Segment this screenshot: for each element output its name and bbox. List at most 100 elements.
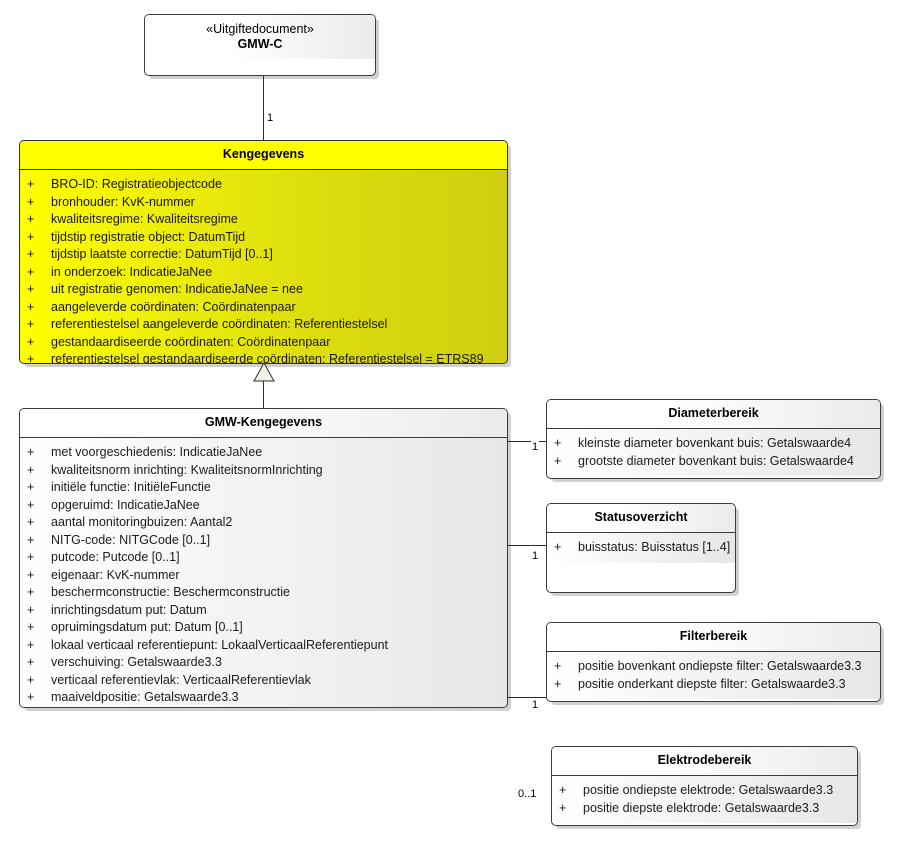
multiplicity-statusoverzicht: 1 xyxy=(531,550,540,563)
class-kengegevens-name: Kengegevens xyxy=(222,147,305,161)
class-gmw-c[interactable]: «Uitgiftedocument» GMW-C xyxy=(144,14,376,76)
class-filterbereik-attributes: + positie bovenkant ondiepste filter: Get… xyxy=(547,652,880,699)
attribute-visibility: + xyxy=(27,515,35,529)
attribute-text: grootste diameter bovenkant buis: Getals… xyxy=(578,453,854,468)
attribute-visibility: + xyxy=(27,299,35,314)
attribute-row: +eigenaar: KvK-nummer xyxy=(20,567,507,585)
attribute-visibility: + xyxy=(27,690,35,704)
attribute-text: eigenaar: KvK-nummer xyxy=(51,567,180,582)
class-diameterbereik-name: Diameterbereik xyxy=(668,406,759,420)
attribute-text: verticaal referentievlak: VerticaalRefer… xyxy=(51,672,311,687)
class-elektrodebereik[interactable]: Elektrodebereik + positie ondiepste elekt… xyxy=(551,746,858,826)
attribute-text: putcode: Putcode [0..1] xyxy=(51,550,180,564)
attribute-text: opruimingsdatum put: Datum [0..1] xyxy=(51,620,243,634)
attribute-text: positie diepste elektrode: Getalswaarde3… xyxy=(583,800,820,815)
attribute-visibility: + xyxy=(27,620,35,634)
connector-gmw-filterbereik xyxy=(508,697,546,698)
class-filterbereik-header: Filterbereik xyxy=(547,623,880,652)
class-diameterbereik[interactable]: Diameterbereik +kleinste diameter bovenk… xyxy=(546,399,881,479)
attribute-visibility: + xyxy=(27,177,35,191)
connector-generalization-line xyxy=(263,381,264,409)
connector-gmwc-kengegevens xyxy=(263,76,264,140)
attribute-visibility: + xyxy=(27,282,35,296)
class-diameterbereik-header: Diameterbereik xyxy=(547,400,880,429)
attribute-text: gestandaardiseerde coördinaten: Coördina… xyxy=(51,334,331,349)
attribute-text: kwaliteitsregime: Kwaliteitsregime xyxy=(51,212,238,226)
attribute-row: +buisstatus: Buisstatus [1..4] xyxy=(547,539,735,557)
attribute-row: + opruimingsdatum put: Datum [0..1] xyxy=(20,619,507,637)
attribute-row: +kwaliteitsnorm inrichting: Kwaliteitsno… xyxy=(20,462,507,480)
attribute-text: positie onderkant diepste filter: Getals… xyxy=(578,676,846,691)
attribute-visibility: + xyxy=(27,550,35,564)
attribute-row: +verschuiving: Getalswaarde3.3 xyxy=(20,654,507,672)
attribute-visibility: + xyxy=(27,532,35,547)
attribute-visibility: + xyxy=(27,352,35,364)
attribute-row: + positie bovenkant ondiepste filter: Get… xyxy=(547,658,880,676)
attribute-row: +positie onderkant diepste filter: Getal… xyxy=(547,676,880,694)
attribute-row: + aangeleverde coördinaten: Coördinatenpa… xyxy=(20,299,507,317)
attribute-text: aangeleverde coördinaten: Coördinatenpaa… xyxy=(51,299,296,314)
connector-gmw-diameterbereik xyxy=(508,441,546,442)
class-elektrodebereik-attributes: + positie ondiepste elektrode: Getalswaar… xyxy=(552,776,857,823)
attribute-visibility: + xyxy=(27,212,35,226)
attribute-row: +in onderzoek: IndicatieJaNee xyxy=(20,264,507,282)
multiplicity-diameterbereik: 1 xyxy=(531,441,540,454)
attribute-row: + positie ondiepste elektrode: Getalswaar… xyxy=(552,782,857,800)
attribute-visibility: + xyxy=(554,453,562,468)
attribute-row: +uit registratie genomen: IndicatieJaNee… xyxy=(20,281,507,299)
attribute-text: verschuiving: Getalswaarde3.3 xyxy=(51,655,222,669)
attribute-visibility: + xyxy=(27,445,35,459)
attribute-visibility: + xyxy=(27,229,35,244)
attribute-text: BRO-ID: Registratieobjectcode xyxy=(51,177,222,191)
attribute-visibility: + xyxy=(27,585,35,599)
attribute-text: aantal monitoringbuizen: Aantal2 xyxy=(51,515,233,529)
attribute-text: in onderzoek: IndicatieJaNee xyxy=(51,264,213,279)
attribute-row: + opgeruimd: IndicatieJaNee xyxy=(20,497,507,515)
class-filterbereik[interactable]: Filterbereik + positie bovenkant ondiepst… xyxy=(546,622,881,702)
attribute-row: +inrichtingsdatum put: Datum xyxy=(20,602,507,620)
multiplicity-elektrodebereik: 0..1 xyxy=(517,788,538,801)
connector-gmw-statusoverzicht xyxy=(508,545,546,546)
attribute-row: +maaiveldpositie: Getalswaarde3.3 xyxy=(20,689,507,707)
generalization-arrow-icon xyxy=(253,362,275,382)
attribute-text: NITG-code: NITGCode [0..1] xyxy=(51,532,211,547)
class-kengegevens-header: Kengegevens xyxy=(20,141,507,170)
attribute-visibility: + xyxy=(27,497,35,512)
attribute-visibility: + xyxy=(554,659,562,673)
attribute-text: opgeruimd: IndicatieJaNee xyxy=(51,497,200,512)
attribute-row: +lokaal verticaal referentiepunt: Lokaal… xyxy=(20,637,507,655)
attribute-row: + aantal monitoringbuizen: Aantal2 xyxy=(20,514,507,532)
class-gmw-c-stereotype: «Uitgiftedocument» xyxy=(206,22,314,36)
class-filterbereik-name: Filterbereik xyxy=(679,629,748,643)
multiplicity-filterbereik: 1 xyxy=(531,699,540,712)
class-diameterbereik-attributes: +kleinste diameter bovenkant buis: Getal… xyxy=(547,429,880,476)
attribute-row: +positie diepste elektrode: Getalswaarde… xyxy=(552,800,857,818)
attribute-text: initiële functie: InitiëleFunctie xyxy=(51,480,211,494)
attribute-text: lokaal verticaal referentiepunt: LokaalV… xyxy=(51,637,389,652)
class-elektrodebereik-header: Elektrodebereik xyxy=(552,747,857,776)
attribute-text: tijdstip laatste correctie: DatumTijd [0… xyxy=(51,247,273,261)
attribute-row: +met voorgeschiedenis: IndicatieJaNee xyxy=(20,444,507,462)
attribute-visibility: + xyxy=(27,317,35,331)
attribute-row: +verticaal referentievlak: VerticaalRefe… xyxy=(20,672,507,690)
attribute-visibility: + xyxy=(559,783,567,797)
attribute-visibility: + xyxy=(27,334,35,349)
attribute-text: bronhouder: KvK-nummer xyxy=(51,194,195,209)
class-statusoverzicht-name: Statusoverzicht xyxy=(594,510,688,524)
attribute-visibility: + xyxy=(554,436,562,450)
attribute-visibility: + xyxy=(27,602,35,617)
class-gmw-kengegevens-name: GMW-Kengegevens xyxy=(204,415,323,429)
attribute-text: positie ondiepste elektrode: Getalswaard… xyxy=(583,783,834,797)
class-kengegevens[interactable]: Kengegevens + BRO-ID: Registratieobjectco… xyxy=(19,140,508,364)
attribute-row: + referentiestelsel aangeleverde coördina… xyxy=(20,316,507,334)
class-statusoverzicht[interactable]: Statusoverzicht +buisstatus: Buisstatus … xyxy=(546,503,736,593)
multiplicity-gmwc-kengegevens: 1 xyxy=(266,112,275,125)
attribute-text: positie bovenkant ondiepste filter: Geta… xyxy=(578,659,862,673)
attribute-text: referentiestelsel aangeleverde coördinat… xyxy=(51,317,388,331)
attribute-row: +tijdstip laatste correctie: DatumTijd [… xyxy=(20,246,507,264)
attribute-row: +tijdstip registratie object: DatumTijd xyxy=(20,229,507,247)
class-gmw-kengegevens-attributes: +met voorgeschiedenis: IndicatieJaNee+kw… xyxy=(20,438,507,707)
class-gmw-c-name: GMW-C xyxy=(237,37,283,51)
class-kengegevens-attributes: + BRO-ID: Registratieobjectcode + bronhoude… xyxy=(20,170,507,364)
class-gmw-kengegevens[interactable]: GMW-Kengegevens +met voorgeschiedenis: I… xyxy=(19,408,508,708)
